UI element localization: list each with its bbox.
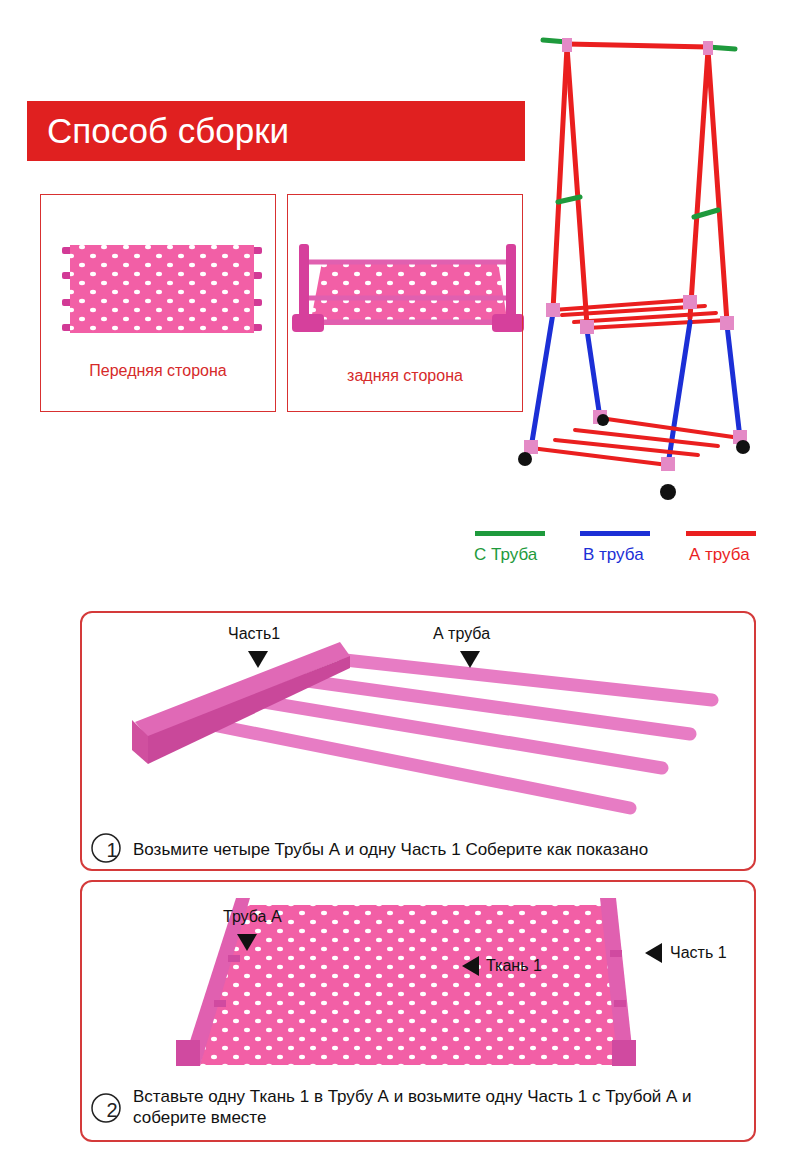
back-shelf [292, 244, 524, 332]
step-text: Возьмите четыре Трубы А и одну Часть 1 С… [133, 839, 648, 860]
part-label: Труба А [223, 907, 282, 926]
legend-swatch [475, 531, 545, 536]
part-label: Ткань 1 [486, 956, 542, 975]
step1-figure [132, 642, 712, 808]
step-number: 2 [106, 1098, 117, 1123]
step-circle [92, 1094, 120, 1122]
part-label: Часть 1 [670, 943, 727, 962]
legend-text: А труба [689, 545, 750, 565]
panel-box: задняя сторона [287, 194, 523, 412]
part-label: Часть1 [228, 624, 280, 643]
step-number: 1 [106, 838, 117, 863]
panel-box: Передняя сторона [40, 194, 276, 412]
caption-text: задняя сторона [288, 366, 522, 386]
title-banner: Способ сборки [27, 101, 525, 161]
legend-text: С Труба [474, 545, 537, 565]
legend-swatch [686, 531, 756, 536]
title-text: Способ сборки [47, 110, 289, 152]
step2-figure [176, 898, 662, 1066]
caption-text: Передняя сторона [41, 361, 275, 381]
rack-figure [518, 38, 750, 500]
step-text: Вставьте одну Ткань 1 в Трубу А и возьми… [133, 1086, 693, 1129]
step-circle [92, 834, 120, 862]
panel-box: 2 Вставьте одну Ткань 1 в Трубу А и возьм… [80, 880, 756, 1142]
legend-text: В труба [583, 545, 644, 565]
front-shelf [62, 245, 262, 333]
panel-box: 1 Возьмите четыре Трубы А и одну Часть 1 … [80, 611, 756, 871]
part-label: А труба [433, 624, 490, 643]
legend-swatch [580, 531, 650, 536]
